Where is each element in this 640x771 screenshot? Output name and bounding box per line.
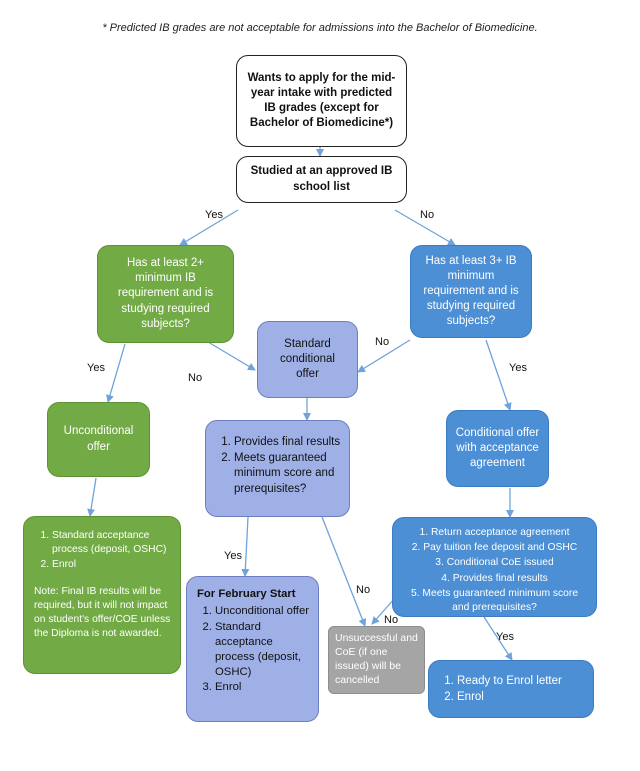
- arrow-school-to-min2: [179, 209, 239, 246]
- standard-acceptance-process-node: Standard acceptance process (deposit, OS…: [23, 516, 181, 674]
- february-item: Enrol: [215, 680, 310, 695]
- february-item: Unconditional offer: [215, 604, 310, 619]
- conditional-acceptance-node: Conditional offer with acceptance agreem…: [446, 410, 549, 487]
- label-no: No: [356, 584, 371, 596]
- ready-item: Enrol: [457, 690, 585, 705]
- approved-school-node: Studied at an approved IB school list: [236, 156, 407, 203]
- arrow-min3-to-conditional: [485, 339, 512, 411]
- acceptance-agreement-steps-node: Return acceptance agreement Pay tuition …: [392, 517, 597, 617]
- unconditional-offer-node: Unconditional offer: [47, 402, 150, 477]
- final-results-note: Note: Final IB results will be required,…: [34, 585, 171, 640]
- february-start-title: For February Start: [197, 588, 296, 600]
- final-results-item: Provides final results: [234, 435, 341, 450]
- arrow-final-to-february: [241, 516, 250, 577]
- ready-item: Ready to Enrol letter: [457, 674, 585, 689]
- process-item: Enrol: [52, 558, 172, 572]
- start-node: Wants to apply for the mid-year intake w…: [236, 55, 407, 147]
- final-results-item: Meets guaranteed minimum score and prere…: [234, 451, 341, 497]
- label-no: No: [188, 372, 203, 384]
- label-yes: Yes: [205, 209, 223, 221]
- min-3-requirement-node: Has at least 3+ IB minimum requirement a…: [410, 245, 532, 338]
- arrow-agreement-to-unsuccessful: [371, 597, 396, 625]
- arrow-min2-to-unconditional: [106, 343, 126, 403]
- february-item: Standard acceptance process (deposit, OS…: [215, 620, 310, 680]
- label-no: No: [384, 614, 399, 626]
- process-item: Standard acceptance process (deposit, OS…: [52, 529, 172, 557]
- agreement-item: Pay tuition fee deposit and OSHC: [401, 541, 588, 555]
- arrow-school-to-min3: [394, 209, 456, 246]
- agreement-item: Meets guaranteed minimum score and prere…: [401, 587, 588, 615]
- footnote: * Predicted IB grades are not acceptable…: [102, 22, 538, 34]
- agreement-item: Conditional CoE issued: [401, 556, 588, 570]
- arrow-unconditional-to-process: [87, 477, 97, 517]
- label-yes: Yes: [87, 362, 105, 374]
- arrow-final-to-unsuccessful: [321, 516, 367, 627]
- arrow-min3-to-standard: [357, 339, 411, 373]
- agreement-item: Return acceptance agreement: [401, 526, 588, 540]
- min-2-requirement-node: Has at least 2+ minimum IB requirement a…: [97, 245, 234, 343]
- february-start-node: For February Start Unconditional offer S…: [186, 576, 319, 722]
- label-no: No: [375, 336, 390, 348]
- label-yes: Yes: [496, 631, 514, 643]
- label-yes: Yes: [224, 550, 242, 562]
- final-results-node: Provides final results Meets guaranteed …: [205, 420, 350, 517]
- label-yes: Yes: [509, 362, 527, 374]
- label-no: No: [420, 209, 435, 221]
- arrow-agreement-to-ready: [483, 616, 513, 661]
- ready-to-enrol-node: Ready to Enrol letter Enrol: [428, 660, 594, 718]
- agreement-item: Provides final results: [401, 572, 588, 586]
- unsuccessful-node: Unsuccessful and CoE (if one issued) wil…: [328, 626, 425, 694]
- standard-conditional-offer-node: Standard conditional offer: [257, 321, 358, 398]
